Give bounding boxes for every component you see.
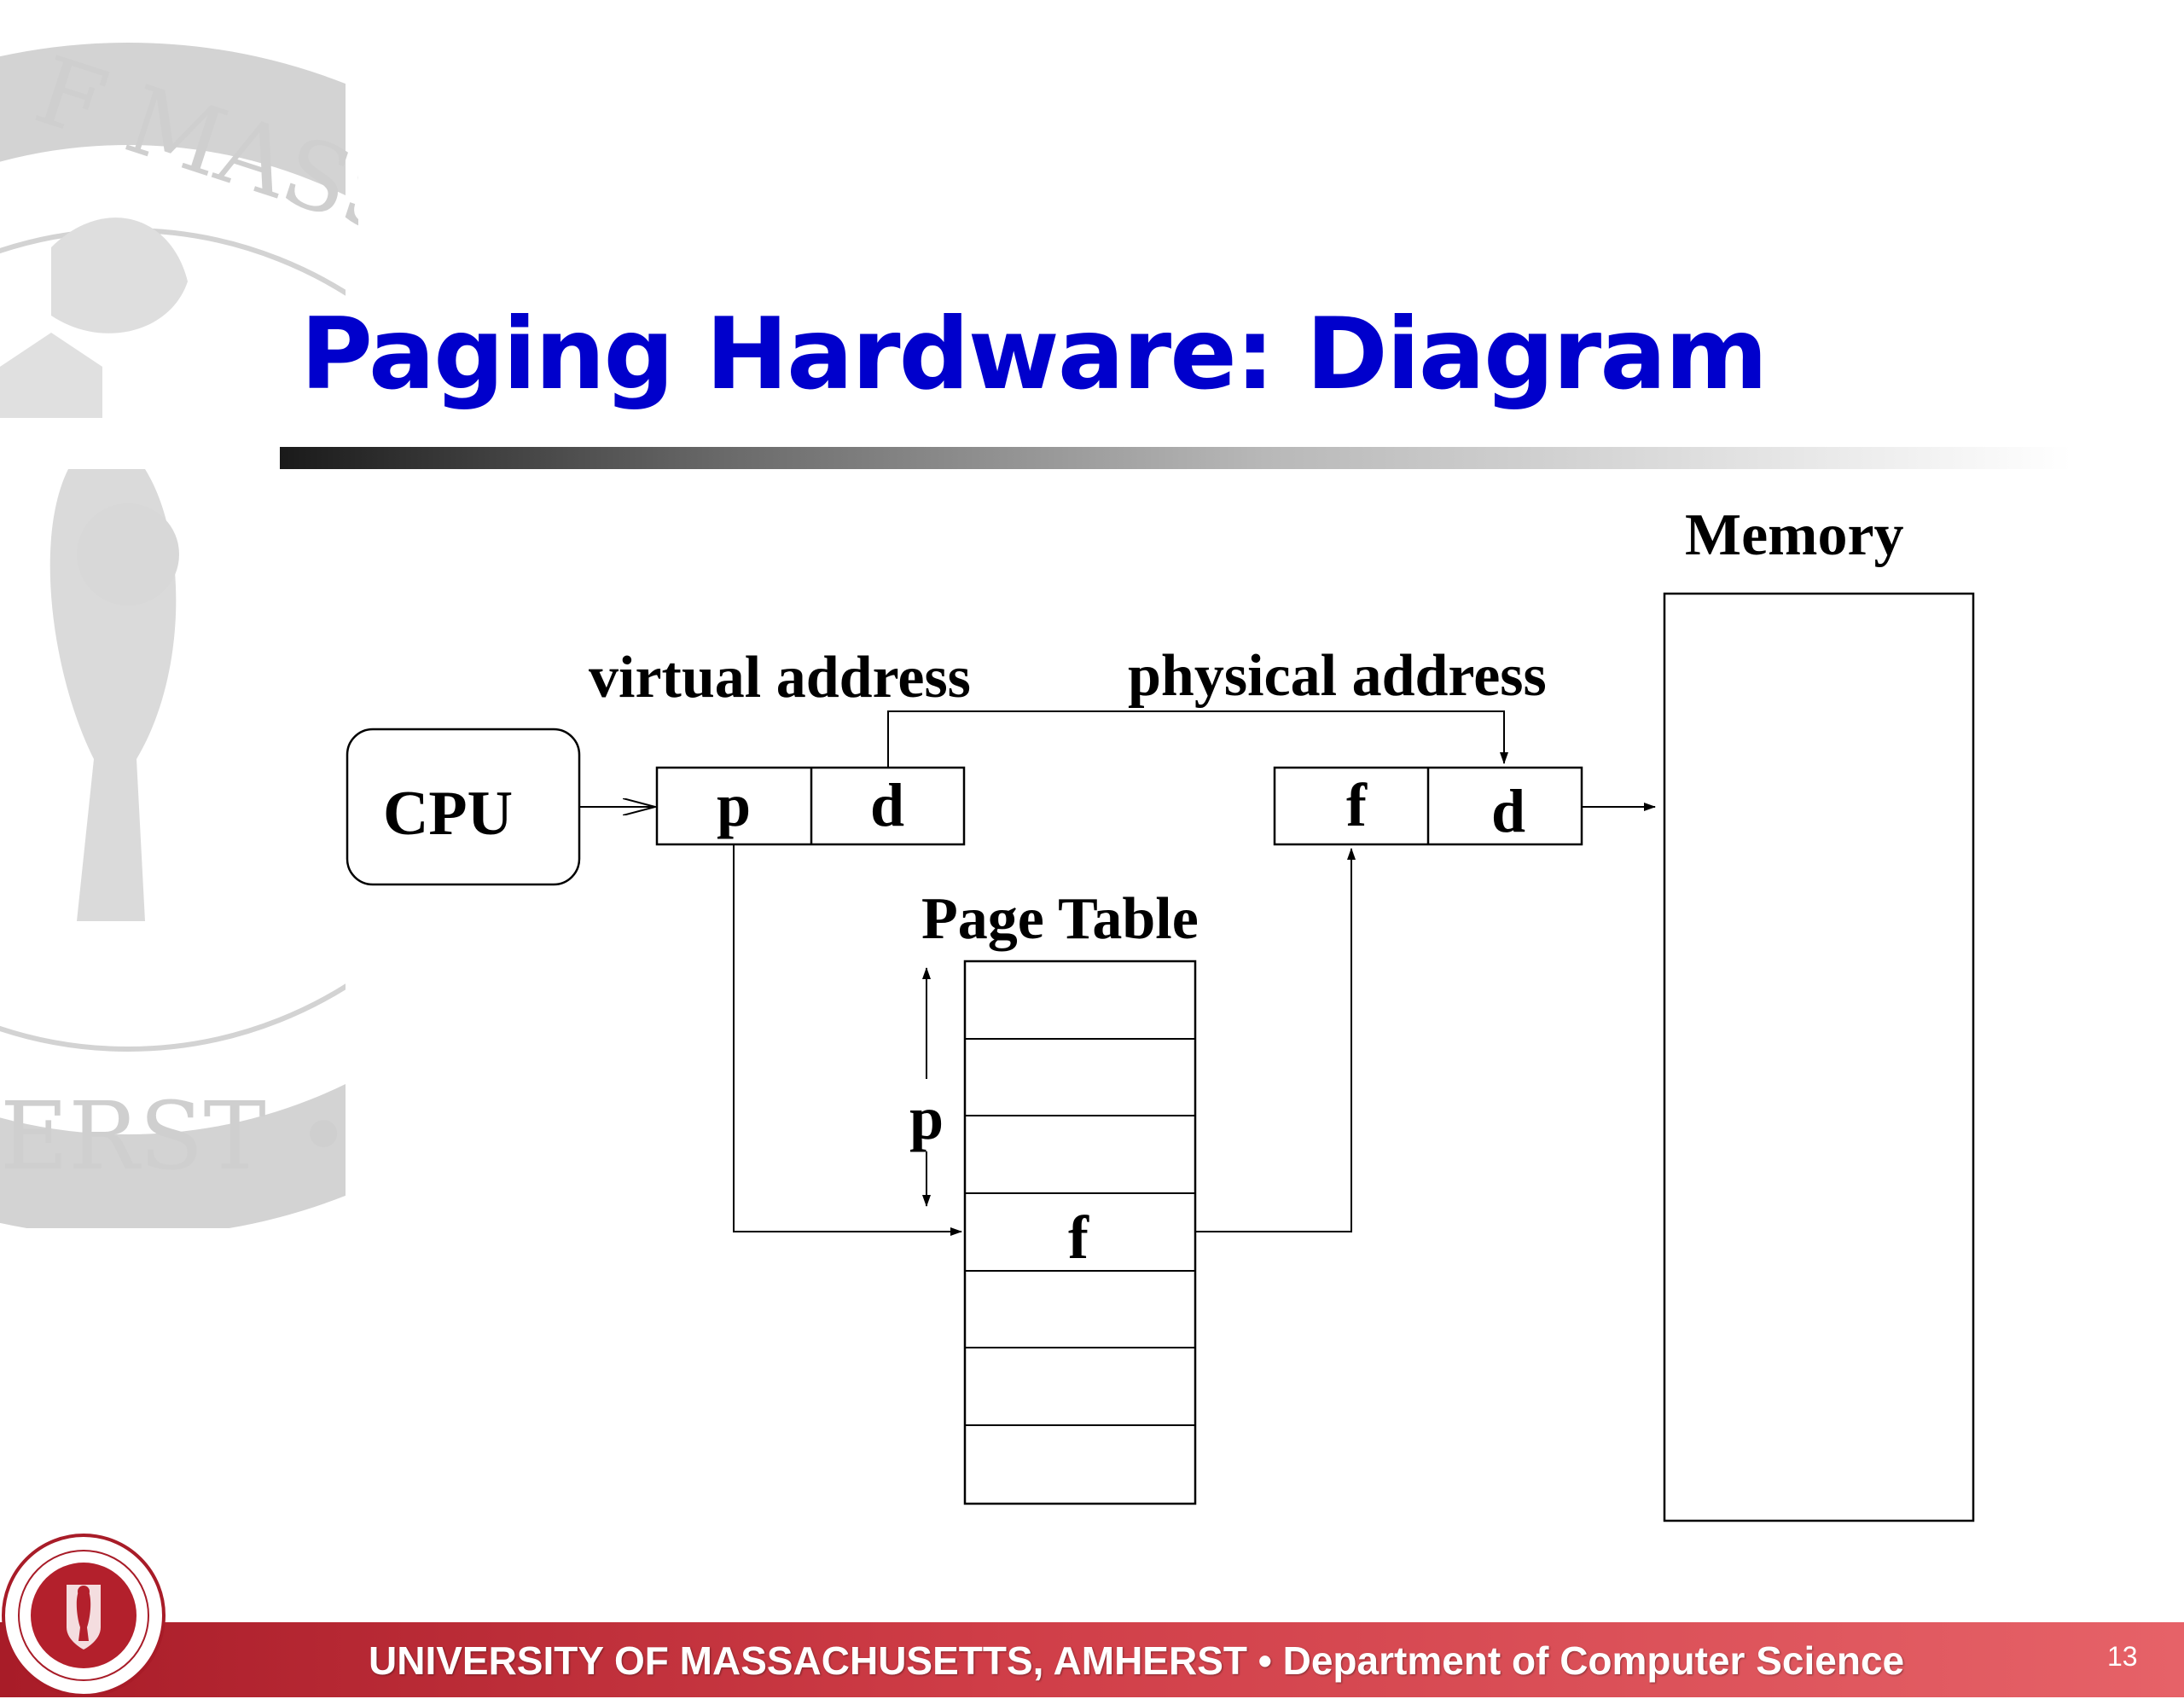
title-rule: [280, 447, 2071, 469]
cpu-label: CPU: [383, 779, 513, 849]
page-table-label: Page Table: [921, 886, 1199, 952]
physical-address-label: physical address: [1128, 643, 1547, 709]
university-seal-logo: [2, 1534, 166, 1697]
footer-bar: [0, 1622, 2184, 1697]
slide-title: Paging Hardware: Diagram: [300, 297, 1768, 412]
page-number: 13: [2107, 1641, 2138, 1672]
page-lookup-arrow: [733, 844, 962, 1236]
svg-text:ERST •: ERST •: [0, 1081, 351, 1191]
physical-offset-field: d: [1491, 777, 1525, 845]
memory-label: Memory: [1685, 502, 1904, 568]
physical-frame-field: f: [1346, 771, 1368, 839]
cpu-box: CPU: [346, 728, 581, 886]
paging-diagram: Memory virtual address physical address …: [346, 502, 1975, 1522]
footer-institution: UNIVERSITY OF MASSACHUSETTS, AMHERST • D…: [369, 1638, 1905, 1683]
memory-box: [1663, 592, 1975, 1522]
page-index-label: p: [909, 1084, 944, 1152]
virtual-address-box: p d: [655, 766, 966, 846]
page-table: f p: [909, 960, 1197, 1505]
frame-entry-label: f: [1068, 1203, 1089, 1272]
virtual-offset-field: d: [870, 771, 904, 839]
physical-address-box: f d: [1273, 766, 1583, 846]
virtual-page-field: p: [717, 771, 751, 839]
virtual-address-label: virtual address: [589, 645, 971, 710]
frame-to-physical-arrow: [1195, 848, 1356, 1232]
offset-copy-arrow: [887, 710, 1508, 768]
seal-watermark: F MASSAC ERST •: [0, 36, 358, 1228]
